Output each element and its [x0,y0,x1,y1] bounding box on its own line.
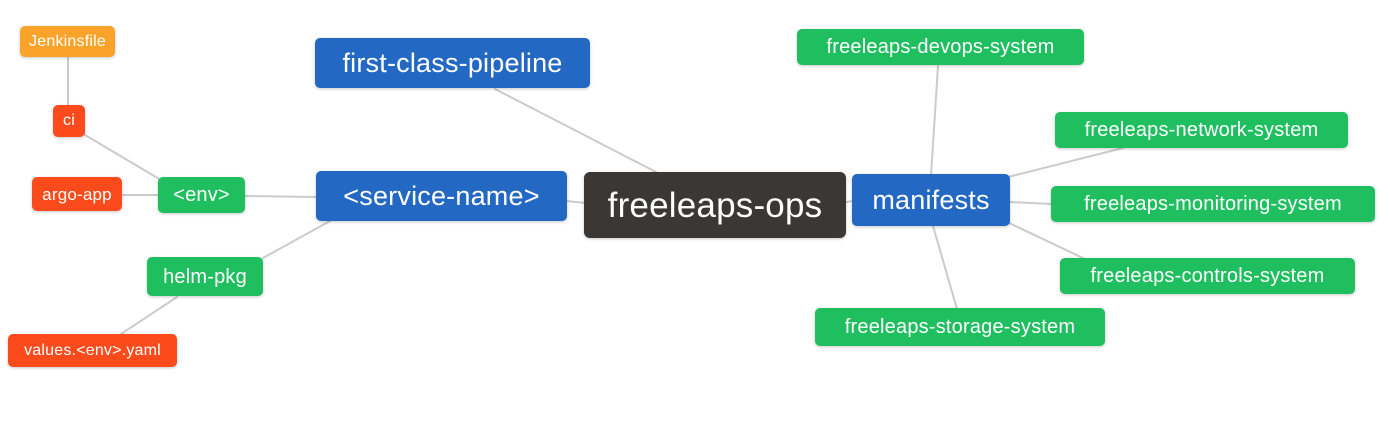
edge-manifests-to-freeleaps-devops-system [930,65,939,176]
edge-manifests-to-freeleaps-monitoring-system [1009,201,1053,205]
edge-first-class-pipeline-to-freeleaps-ops [494,88,657,173]
mindmap-node-jenkinsfile[interactable]: Jenkinsfile [20,26,115,57]
mindmap-node-manifests[interactable]: manifests [852,174,1010,226]
mindmap-node-argo-app[interactable]: argo-app [32,177,122,211]
edge-manifests-to-freeleaps-storage-system [932,225,958,310]
edge-env-to-service-name [244,195,317,198]
mindmap-node-freeleaps-ops[interactable]: freeleaps-ops [584,172,846,238]
mindmap-node-freeleaps-controls-system[interactable]: freeleaps-controls-system [1060,258,1355,294]
mindmap-node-helm-pkg[interactable]: helm-pkg [147,257,263,296]
edge-ci-to-env [84,134,162,181]
mindmap-node-service-name[interactable]: <service-name> [316,171,567,221]
mindmap-node-freeleaps-storage-system[interactable]: freeleaps-storage-system [815,308,1105,346]
mindmap-node-freeleaps-devops-system[interactable]: freeleaps-devops-system [797,29,1084,65]
mindmap-node-env[interactable]: <env> [158,177,245,213]
edge-values-env-yaml-to-helm-pkg [120,296,178,335]
edge-manifests-to-freeleaps-network-system [1007,147,1124,178]
edge-manifests-to-freeleaps-controls-system [1006,221,1086,260]
mindmap-node-freeleaps-monitoring-system[interactable]: freeleaps-monitoring-system [1051,186,1375,222]
mindmap-node-ci[interactable]: ci [53,105,85,137]
mindmap-node-values-env-yaml[interactable]: values.<env>.yaml [8,334,177,367]
mindmap-node-first-class-pipeline[interactable]: first-class-pipeline [315,38,590,88]
edge-service-name-to-freeleaps-ops [566,200,586,204]
edge-helm-pkg-to-service-name [262,220,331,259]
mindmap-node-freeleaps-network-system[interactable]: freeleaps-network-system [1055,112,1348,148]
